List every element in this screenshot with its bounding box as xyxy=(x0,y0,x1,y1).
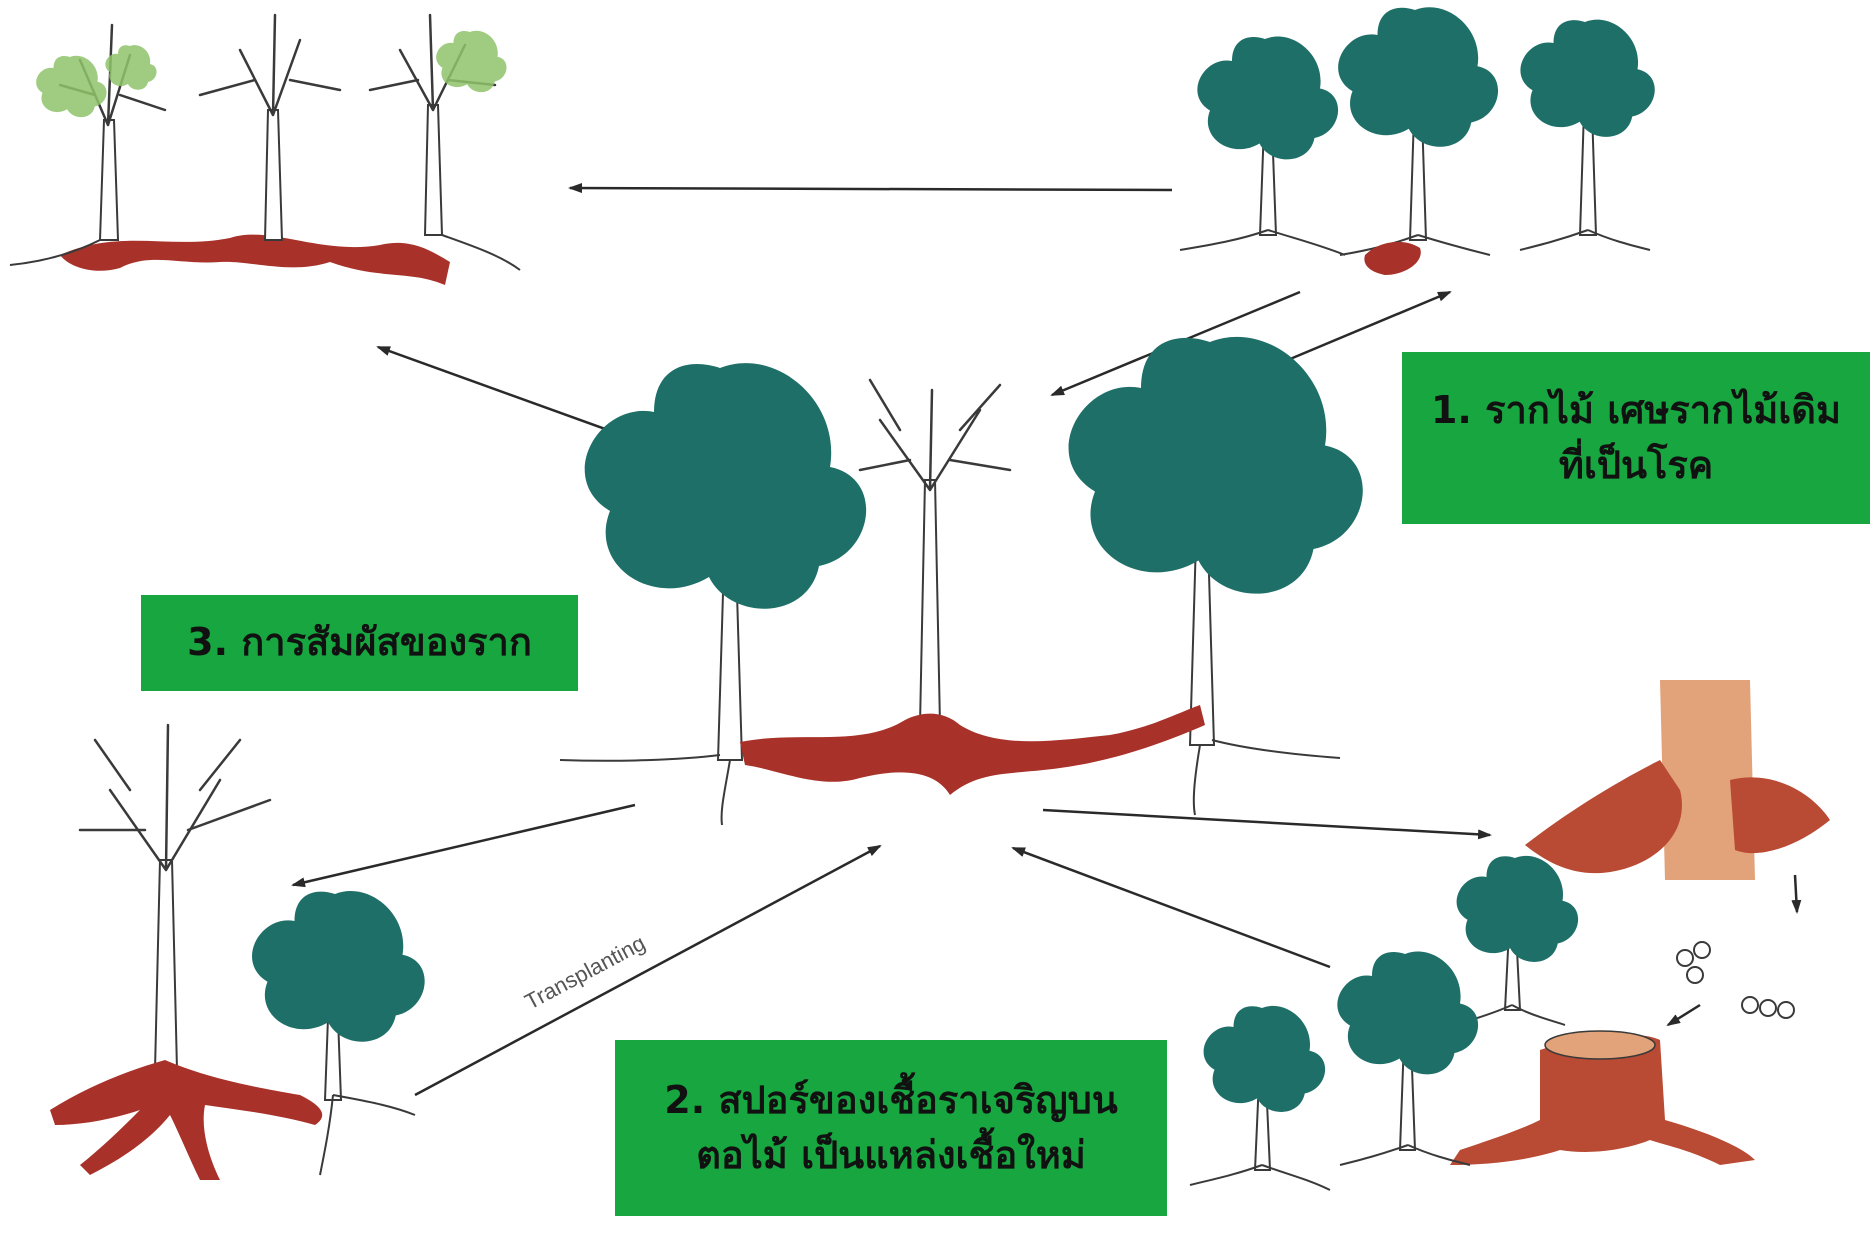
infected-root-network xyxy=(740,705,1205,795)
arrow-center-to-bottom-left xyxy=(293,805,635,885)
label-spore-source-line1: 2. สปอร์ของเชื้อราเจริญบน xyxy=(664,1073,1118,1128)
arrow-center-to-stump xyxy=(1043,810,1490,835)
spores xyxy=(1677,942,1794,1018)
arrow-bottom-right-to-center xyxy=(1013,848,1330,967)
label-root-remnants: 1. รากไม้ เศษรากไม้เดิม ที่เป็นโรค xyxy=(1402,352,1870,524)
center-trees xyxy=(560,337,1363,825)
label-spore-source: 2. สปอร์ของเชื้อราเจริญบน ตอไม้ เป็นแหล่… xyxy=(615,1040,1167,1216)
infected-root-piece xyxy=(1364,242,1420,275)
label-root-remnants-line1: 1. รากไม้ เศษรากไม้เดิม xyxy=(1431,383,1841,438)
transplanting-label: Transplanting xyxy=(521,930,650,1014)
healthy-trees-top-right xyxy=(1180,7,1655,275)
infected-roots-bottom-left xyxy=(50,1060,322,1180)
label-spore-source-line2: ตอไม้ เป็นแหล่งเชื้อใหม่ xyxy=(696,1128,1086,1183)
dying-trees-top-left xyxy=(10,15,520,285)
bottom-left-trees xyxy=(50,725,425,1180)
arrow-spores-to-stump xyxy=(1668,1005,1700,1025)
fungus-bracket xyxy=(1525,760,1682,873)
arrow-top-right-to-top-left xyxy=(570,188,1172,190)
label-root-remnants-line2: ที่เป็นโรค xyxy=(1559,438,1713,493)
label-root-contact-line1: 3. การสัมผัสของราก xyxy=(187,615,532,670)
infected-stump-bottom-right xyxy=(1190,680,1830,1190)
infected-roots xyxy=(60,235,450,285)
fungus-bracket-right xyxy=(1730,777,1830,853)
arrow-stump-to-spores xyxy=(1795,875,1797,912)
label-root-contact: 3. การสัมผัสของราก xyxy=(141,595,578,691)
